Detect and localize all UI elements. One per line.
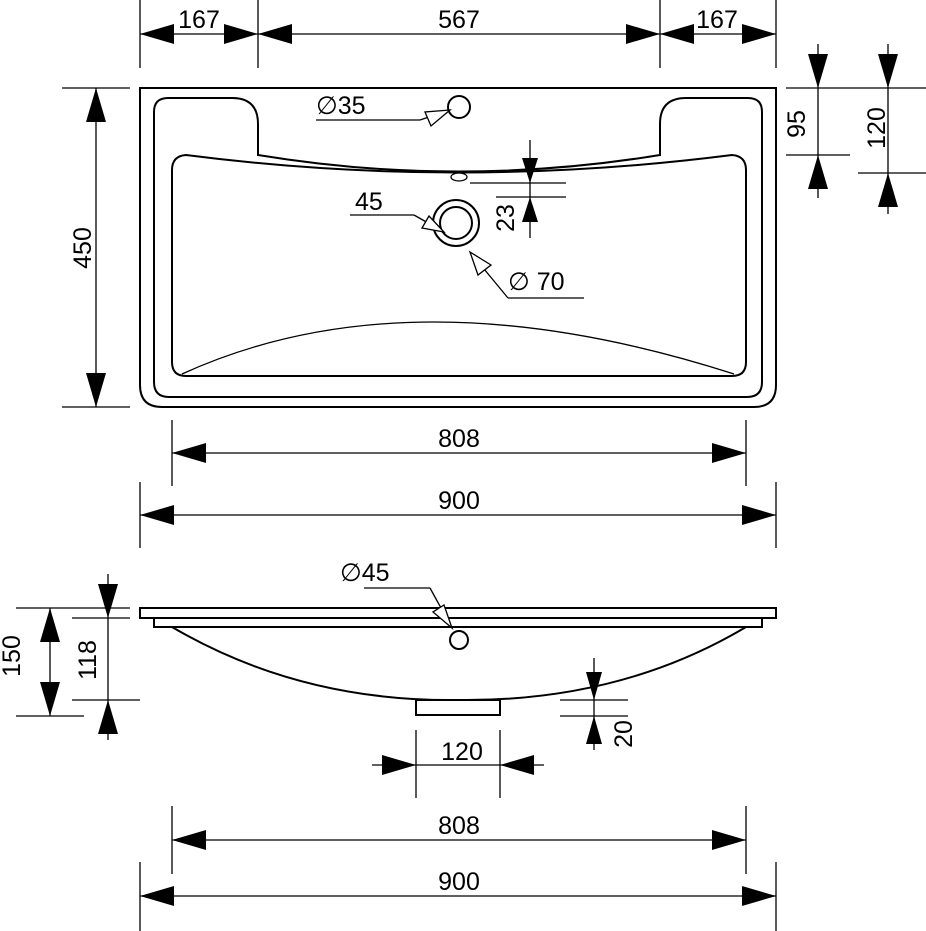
dim-ledge-label: 95: [783, 110, 811, 138]
front-view: [139, 607, 777, 716]
basin-slope: [181, 321, 735, 375]
front-inner-width-label: 808: [438, 812, 480, 840]
tap-hole-label: ∅35: [316, 92, 366, 120]
dim-middle-label: 567: [438, 6, 480, 34]
front-drain-height-dimension: 20: [560, 658, 638, 750]
front-height-dimensions: 150 118: [0, 574, 140, 740]
overflow-dimension: 23: [470, 140, 566, 238]
ledge-dimensions: 95 120: [783, 44, 926, 214]
overflow-slot: [450, 172, 468, 182]
front-overflow-callout: ∅45: [340, 559, 454, 631]
front-bowl-height-label: 118: [74, 640, 102, 680]
dim-depth-label: 450: [69, 227, 97, 269]
front-drain-width-label: 120: [441, 738, 483, 766]
drain-outer-label: ∅ 70: [508, 268, 565, 296]
front-drain-width-dimension: 120: [372, 730, 544, 798]
dim-left-side-label: 167: [178, 6, 220, 34]
drain-inner-circle: [439, 206, 473, 240]
basin-outline: [171, 153, 747, 377]
front-rim: [153, 617, 763, 628]
top-overall-width-dimension: 900: [139, 482, 777, 548]
front-drain-stub: [415, 699, 501, 716]
top-view: [139, 87, 777, 408]
sink-outline: [139, 87, 777, 408]
sink-rim: [153, 97, 763, 398]
front-drain-height-label: 20: [610, 720, 638, 748]
tap-hole-circle: [447, 95, 471, 119]
front-overall-width-dimension: 900: [139, 862, 777, 931]
drain-inner-callout: 45: [350, 188, 446, 233]
drain-outer-callout: ∅ 70: [468, 250, 584, 299]
front-total-height-label: 150: [0, 635, 26, 677]
top-dimensions: 167 567 167: [139, 0, 777, 68]
front-bowl-curve: [171, 626, 747, 702]
tap-hole-callout: ∅35: [316, 92, 452, 128]
front-inner-width-dimension: 808: [171, 806, 747, 874]
top-inner-width-dimension: 808: [171, 420, 747, 486]
top-overall-width-label: 900: [438, 487, 480, 515]
front-overall-width-label: 900: [438, 868, 480, 896]
top-inner-width-label: 808: [438, 425, 480, 453]
depth-dimension: 450: [62, 87, 130, 408]
dim-right-side-label: 167: [696, 6, 738, 34]
dim-ledge-total-label: 120: [863, 107, 891, 149]
front-overflow-label: ∅45: [340, 559, 390, 587]
overflow-dim-label: 23: [492, 204, 520, 232]
front-top-slab: [139, 607, 777, 619]
front-overflow-hole: [449, 630, 469, 650]
drain-inner-label: 45: [355, 188, 383, 216]
